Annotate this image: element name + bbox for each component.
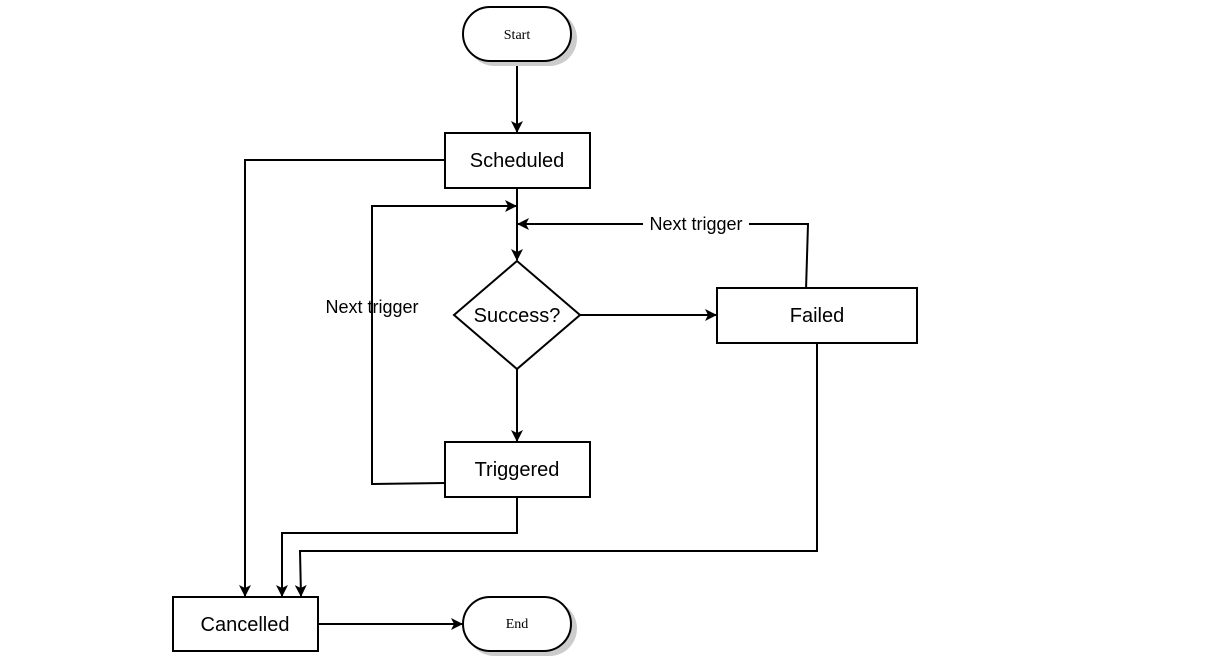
failed-node: Failed [716, 287, 918, 344]
cancelled-node: Cancelled [172, 596, 319, 652]
edge-triggered-next-trigger [371, 200, 517, 486]
next-trigger-label-left: Next trigger [325, 297, 418, 317]
triggered-node: Triggered [444, 441, 591, 498]
edge-failed-to-cancelled [294, 343, 818, 597]
edge-triggered-to-cancelled [276, 497, 518, 597]
failed-label: Failed [790, 305, 844, 327]
next-trigger-label-top: Next trigger [649, 214, 742, 234]
triggered-label: Triggered [475, 459, 560, 481]
start-terminal: Start [462, 6, 577, 66]
edge-failed-next-trigger [517, 218, 810, 291]
next-trigger-label-bg-top [643, 212, 749, 236]
success-decision: Success? [452, 259, 582, 371]
cancelled-label: Cancelled [201, 614, 290, 636]
success-label: Success? [474, 305, 561, 327]
end-label: End [506, 617, 529, 632]
start-label: Start [504, 28, 531, 43]
scheduled-node: Scheduled [444, 132, 591, 189]
end-terminal: End [462, 596, 577, 656]
scheduled-label: Scheduled [470, 150, 565, 172]
edge-scheduled-to-cancelled [239, 159, 445, 597]
